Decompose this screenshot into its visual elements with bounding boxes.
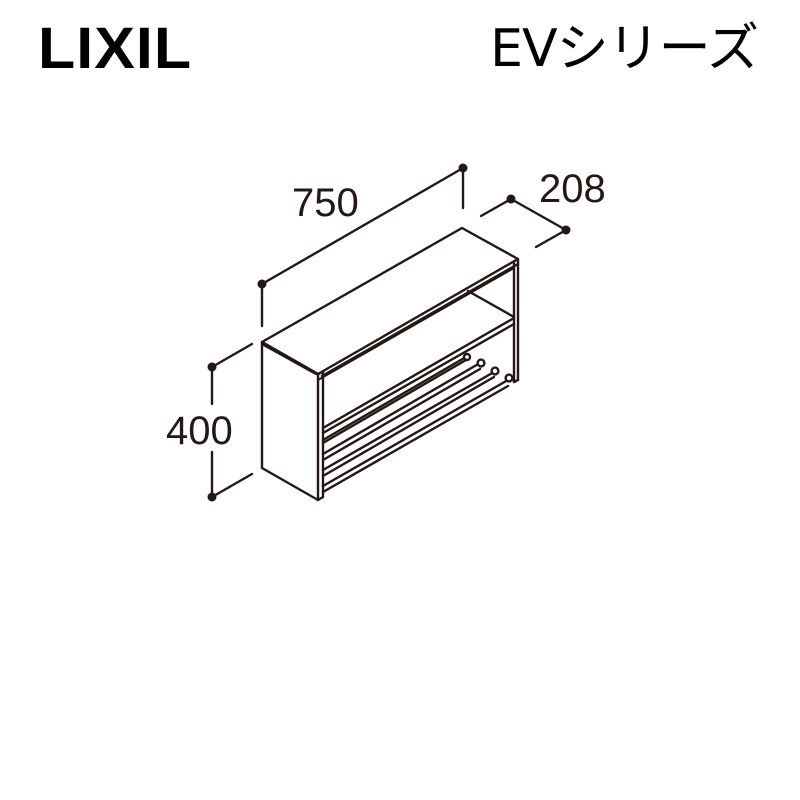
cabinet: [260, 226, 520, 502]
dimension-endpoints: [207, 163, 571, 502]
brand-logo: LIXIL: [38, 16, 193, 81]
height-dimension: [210, 342, 254, 499]
width-label: 750: [292, 181, 359, 225]
series-title: EVシリーズ: [490, 19, 759, 79]
height-label: 400: [166, 409, 233, 453]
depth-label: 208: [539, 167, 606, 211]
depth-dimension: [479, 197, 568, 249]
width-dimension: [260, 166, 465, 328]
